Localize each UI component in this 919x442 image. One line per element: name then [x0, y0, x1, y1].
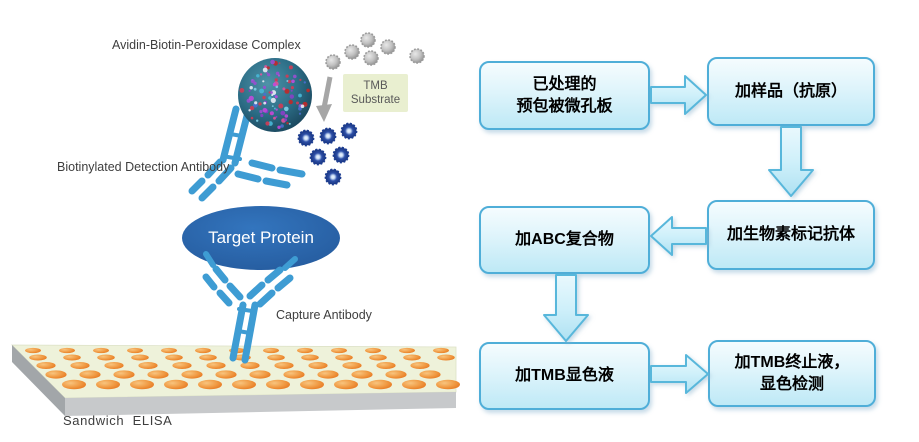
flow-step4-line1: 加生物素标记抗体 [726, 226, 855, 243]
capture-antibody [202, 251, 298, 364]
diagram-caption: Sandwich ELISA [63, 413, 173, 428]
flow-step3-line1: 加ABC复合物 [515, 231, 614, 248]
substrate-arrow-icon [316, 76, 333, 122]
flow-step2-line1: 加样品（抗原） [734, 82, 847, 100]
flow-arrow-down-2-icon [543, 274, 589, 342]
target-protein-label: Target Protein [208, 228, 314, 247]
plate-left-face [12, 345, 65, 416]
flow-arrow-right-1-icon [650, 75, 707, 115]
elisa-diagram [11, 32, 460, 416]
tmb-substrate-label-box: TMB Substrate [343, 74, 408, 112]
abc-complex-label: Avidin-Biotin-Peroxidase Complex [112, 38, 301, 52]
detection-antibody [188, 105, 306, 202]
substrate-particles [325, 32, 425, 70]
flow-step5-line1: 加TMB显色液 [515, 367, 614, 384]
flow-arrow-down-1-icon [768, 126, 814, 197]
flow-step-add-biotin-antibody: 加生物素标记抗体 [707, 200, 875, 270]
flow-arrow-right-2-icon [650, 354, 709, 394]
flow-step6-line2: 显色检测 [759, 375, 824, 393]
target-protein-ellipse [182, 206, 340, 270]
detection-antibody-label: Biotinylated Detection Antibody [57, 160, 230, 174]
microplate [11, 344, 460, 416]
flow-step-stop-detect: 加TMB终止液， 显色检测 [708, 340, 876, 407]
flow-step6-line1: 加TMB终止液， [734, 353, 850, 371]
tmb-substrate-line2: Substrate [350, 94, 401, 106]
flow-step-add-tmb: 加TMB显色液 [479, 342, 650, 410]
tmb-product-particles [297, 122, 358, 186]
flow-step1-line2: 预包被微孔板 [516, 97, 613, 115]
tmb-substrate-line1: TMB [363, 79, 388, 92]
flow-arrow-left-1-icon [650, 216, 707, 256]
flow-step-pretreated-plate: 已处理的 预包被微孔板 [479, 61, 650, 130]
flow-step-add-abc: 加ABC复合物 [479, 206, 650, 274]
flow-step1-line1: 已处理的 [532, 75, 597, 93]
plate-front-face [65, 392, 456, 416]
abc-complex-sphere [238, 58, 312, 132]
capture-antibody-label: Capture Antibody [276, 308, 372, 322]
flow-step-add-sample: 加样品（抗原） [707, 57, 875, 126]
